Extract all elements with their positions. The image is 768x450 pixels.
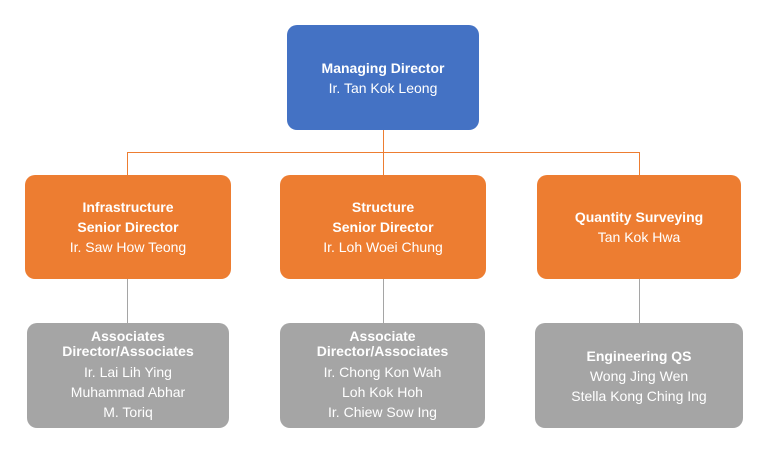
connector-horizontal bbox=[127, 152, 640, 153]
node-title-line: Structure bbox=[351, 199, 415, 215]
quantity-surveying-node: Quantity Surveying Tan Kok Hwa bbox=[537, 175, 741, 279]
connector-structure-team bbox=[383, 279, 384, 323]
managing-director-node: Managing Director Ir. Tan Kok Leong bbox=[287, 25, 479, 130]
member-name: Stella Kong Ching Ing bbox=[571, 387, 707, 404]
connector-quantity-surveying bbox=[639, 152, 640, 175]
node-title-line: Associates bbox=[91, 328, 165, 344]
member-list: Ir. Lai Lih Ying Muhammad Abhar M. Toriq bbox=[71, 362, 185, 422]
connector-infrastructure bbox=[127, 152, 128, 175]
member-name: Ir. Lai Lih Ying bbox=[84, 364, 172, 380]
node-title-line: Senior Director bbox=[77, 219, 179, 235]
structure-team-node: Associate Director/Associates Ir. Chong … bbox=[280, 323, 485, 428]
node-name: Tan Kok Hwa bbox=[597, 229, 681, 245]
node-name: Ir. Saw How Teong bbox=[69, 239, 187, 255]
member-list: Wong Jing Wen Stella Kong Ching Ing bbox=[571, 366, 706, 406]
node-title: Managing Director bbox=[321, 59, 445, 76]
infrastructure-senior-director-node: Infrastructure Senior Director Ir. Saw H… bbox=[25, 175, 231, 279]
node-title-line: Quantity Surveying bbox=[574, 209, 704, 225]
node-title-line: Engineering QS bbox=[586, 347, 692, 364]
connector-infrastructure-team bbox=[127, 279, 128, 323]
structure-senior-director-node: Structure Senior Director Ir. Loh Woei C… bbox=[280, 175, 486, 279]
member-name: Ir. Chong Kon Wah bbox=[323, 364, 442, 380]
member-name: Loh Kok Hoh bbox=[342, 384, 423, 400]
node-title-line: Director/Associates bbox=[62, 343, 194, 359]
node-title-line: Senior Director bbox=[332, 219, 434, 235]
node-title-line: Associate bbox=[349, 328, 416, 344]
node-name: Ir. Tan Kok Leong bbox=[328, 79, 438, 96]
member-list: Ir. Chong Kon Wah Loh Kok Hoh Ir. Chiew … bbox=[324, 362, 442, 422]
infrastructure-team-node: Associates Director/Associates Ir. Lai L… bbox=[27, 323, 229, 428]
engineering-qs-team-node: Engineering QS Wong Jing Wen Stella Kong… bbox=[535, 323, 743, 428]
member-name: Muhammad Abhar bbox=[70, 384, 186, 400]
member-name: Wong Jing Wen bbox=[589, 367, 689, 384]
node-title-line: Infrastructure bbox=[82, 199, 174, 215]
node-title-line: Director/Associates bbox=[316, 343, 449, 359]
member-name: Ir. Chiew Sow Ing bbox=[328, 404, 437, 420]
node-name: Ir. Loh Woei Chung bbox=[323, 239, 443, 255]
member-name: M. Toriq bbox=[103, 404, 153, 420]
connector-qs-team bbox=[639, 279, 640, 323]
